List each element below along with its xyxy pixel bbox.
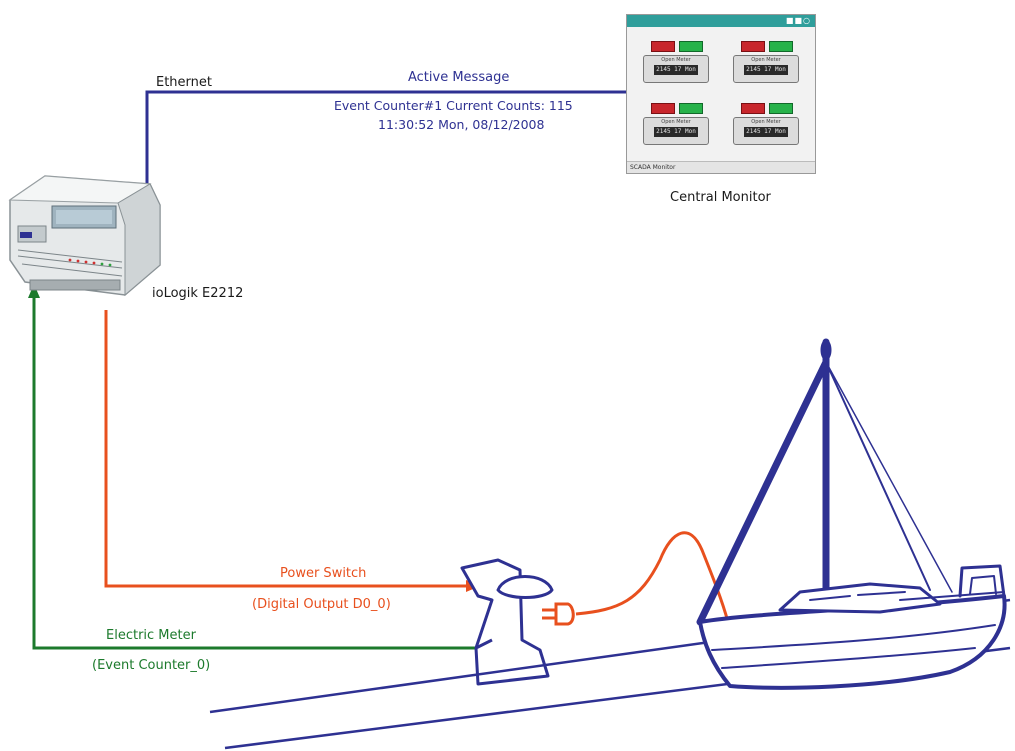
active-message-label: Active Message [408,70,509,85]
start-button [679,41,703,52]
meter-caption: Open Meter [644,119,708,125]
meter-gauge: Open Meter 2145 17 Mon [643,55,709,83]
electric-meter-label: Electric Meter [106,628,196,643]
central-monitor-window: ■■○ Open Meter 2145 17 Mon Open Meter 21… [626,14,816,174]
meter-reading: 2145 17 Mon [654,127,698,137]
digital-output-label: (Digital Output D0_0) [252,597,391,612]
ethernet-label: Ethernet [156,75,212,90]
meter-caption: Open Meter [734,57,798,63]
meter-reading: 2145 17 Mon [744,65,788,75]
window-controls-icon: ■■○ [786,16,811,26]
monitor-panel: Open Meter 2145 17 Mon [643,41,709,89]
device-label: ioLogik E2212 [152,286,243,301]
monitor-titlebar: ■■○ [627,15,815,27]
start-button [769,103,793,114]
stop-button [741,41,765,52]
event-counter-label: (Event Counter_0) [92,658,210,673]
start-button [769,41,793,52]
event-counter-message: Event Counter#1 Current Counts: 115 [334,98,573,113]
electric-meter-line [34,296,488,648]
monitor-panel: Open Meter 2145 17 Mon [733,103,799,151]
sailboat-icon [700,340,1005,688]
stop-button [651,41,675,52]
message-timestamp: 11:30:52 Mon, 08/12/2008 [378,117,544,132]
monitor-status-bar: SCADA Monitor [627,161,815,173]
central-monitor-label: Central Monitor [670,190,771,205]
meter-gauge: Open Meter 2145 17 Mon [733,117,799,145]
power-switch-label: Power Switch [280,566,366,581]
meter-gauge: Open Meter 2145 17 Mon [643,117,709,145]
meter-reading: 2145 17 Mon [744,127,788,137]
meter-caption: Open Meter [734,119,798,125]
monitor-panel: Open Meter 2145 17 Mon [643,103,709,151]
power-switch-line [106,310,468,586]
iologik-device-icon [10,176,160,295]
stop-button [651,103,675,114]
monitor-panel: Open Meter 2145 17 Mon [733,41,799,89]
meter-reading: 2145 17 Mon [654,65,698,75]
meter-gauge: Open Meter 2145 17 Mon [733,55,799,83]
meter-caption: Open Meter [644,57,708,63]
start-button [679,103,703,114]
stop-button [741,103,765,114]
plug-icon [542,604,573,624]
